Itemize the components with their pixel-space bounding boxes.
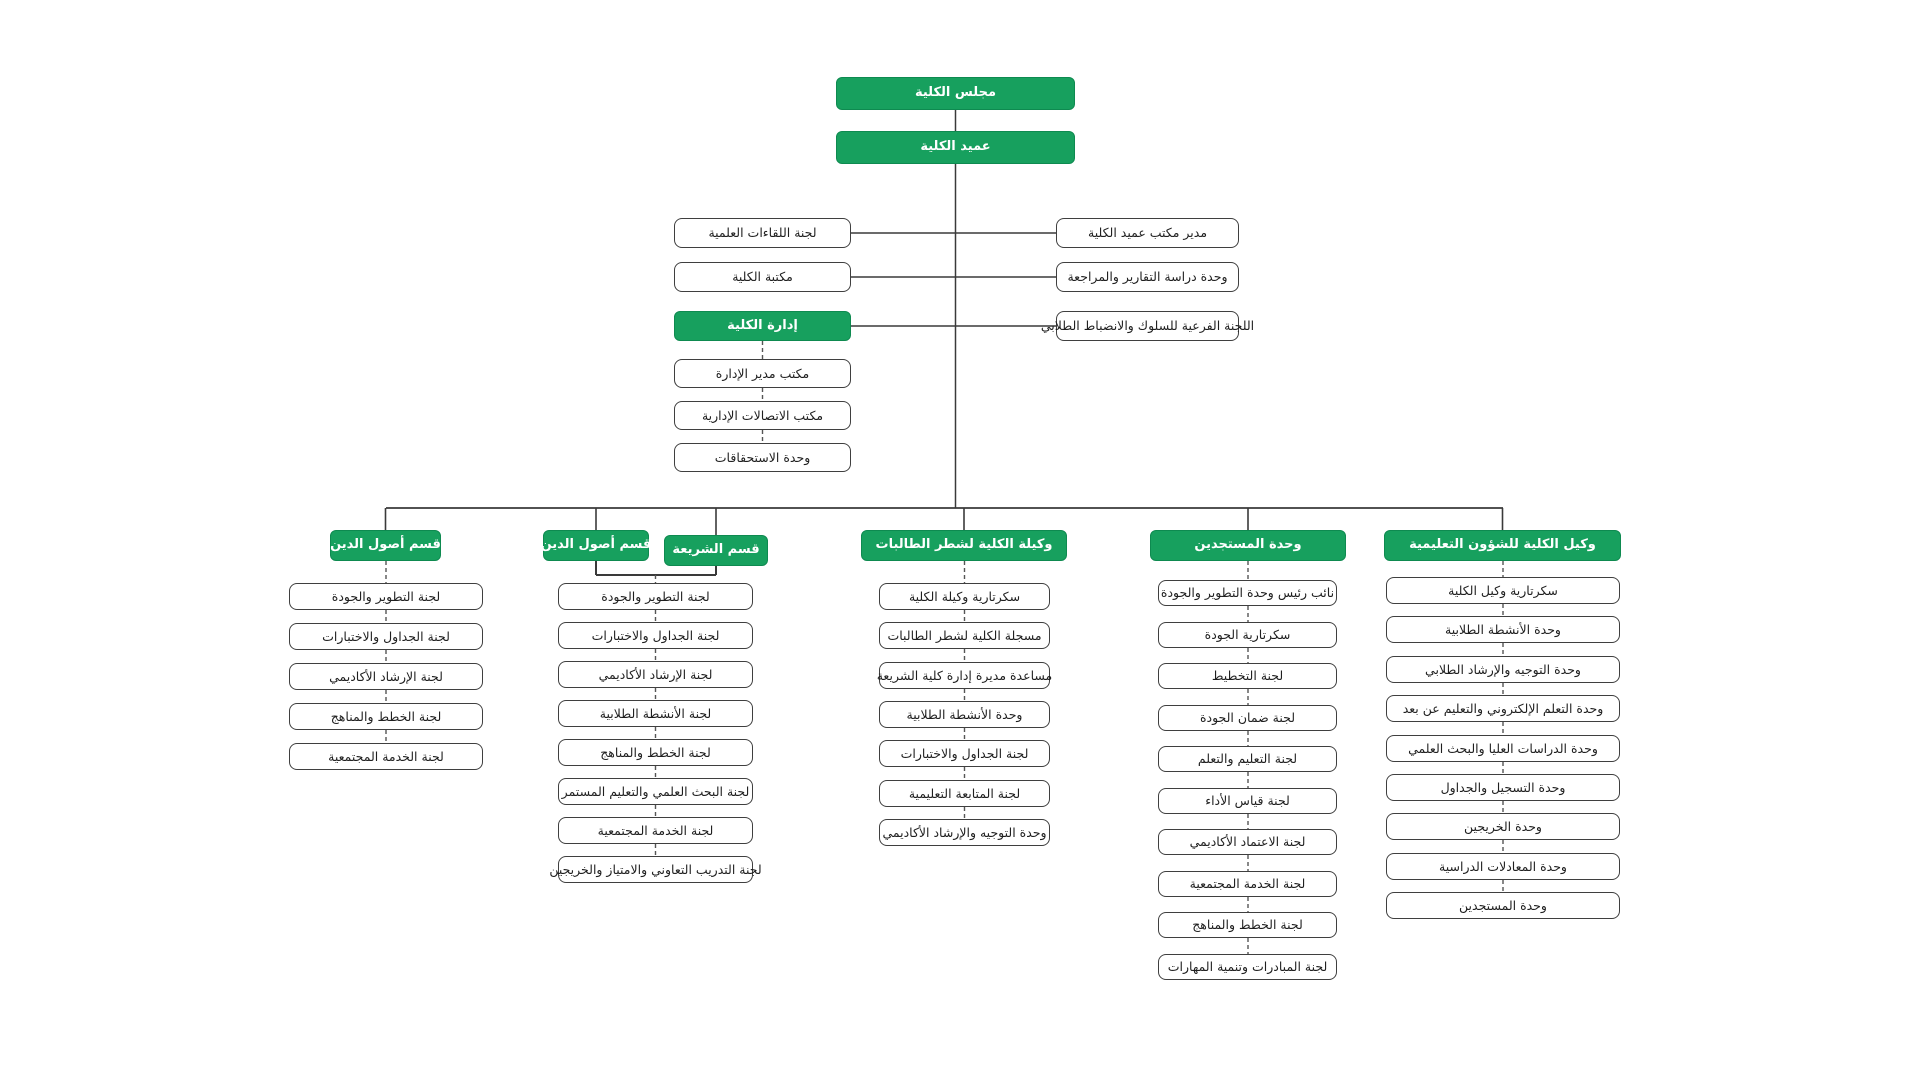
chart-node: سكرتارية الجودة <box>1158 622 1337 648</box>
chart-node: لجنة الجداول والاختبارات <box>879 740 1050 767</box>
node-dept-usul-aldin: قسم أصول الدين <box>330 530 441 561</box>
node-vice-dean-educational-affairs: وكيل الكلية للشؤون التعليمية <box>1384 530 1621 561</box>
node-admin-communications-office: مكتب الاتصالات الإدارية <box>674 401 851 430</box>
chart-node: وحدة التعلم الإلكتروني والتعليم عن بعد <box>1386 695 1620 722</box>
node-admin-director-office: مكتب مدير الإدارة <box>674 359 851 388</box>
chart-node: لجنة المتابعة التعليمية <box>879 780 1050 807</box>
chart-node: لجنة الجداول والاختبارات <box>289 623 483 650</box>
chart-node: لجنة الخدمة المجتمعية <box>1158 871 1337 897</box>
chart-node: وحدة التوجيه والإرشاد الطلابي <box>1386 656 1620 683</box>
chart-node: لجنة التطوير والجودة <box>289 583 483 610</box>
node-college-administration: إدارة الكلية <box>674 311 851 341</box>
chart-node: لجنة الخدمة المجتمعية <box>289 743 483 770</box>
node-scientific-meetings-committee: لجنة اللقاءات العلمية <box>674 218 851 248</box>
chart-node: لجنة ضمان الجودة <box>1158 705 1337 731</box>
node-dept-usul-aldin-2: قسم أصول الدين <box>541 530 651 561</box>
chart-node: وحدة المعادلات الدراسية <box>1386 853 1620 880</box>
chart-node: سكرتارية وكيلة الكلية <box>879 583 1050 610</box>
node-college-council: مجلس الكلية <box>836 77 1075 110</box>
node-entitlements-unit: وحدة الاستحقاقات <box>674 443 851 472</box>
chart-node: وحدة الأنشطة الطلابية <box>1386 616 1620 643</box>
chart-node: وحدة التسجيل والجداول <box>1386 774 1620 801</box>
chart-node: لجنة الأنشطة الطلابية <box>558 700 753 727</box>
node-college-dean: عميد الكلية <box>836 131 1075 164</box>
chart-node: نائب رئيس وحدة التطوير والجودة <box>1158 580 1337 606</box>
chart-node: لجنة التخطيط <box>1158 663 1337 689</box>
node-dept-sharia: قسم الشريعة <box>664 535 768 566</box>
node-new-students-unit: وحدة المستجدين <box>1150 530 1346 561</box>
chart-node: لجنة الجداول والاختبارات <box>558 622 753 649</box>
chart-node: لجنة التطوير والجودة <box>558 583 753 610</box>
chart-node: مسجلة الكلية لشطر الطالبات <box>879 622 1050 649</box>
node-vice-dean-female-students-section: وكيلة الكلية لشطر الطالبات <box>861 530 1067 561</box>
node-student-conduct-subcommittee: اللجنة الفرعية للسلوك والانضباط الطلابي <box>1041 311 1254 341</box>
chart-node: لجنة الاعتماد الأكاديمي <box>1158 829 1337 855</box>
chart-node: لجنة قياس الأداء <box>1158 788 1337 814</box>
chart-node: وحدة التوجيه والإرشاد الأكاديمي <box>879 819 1050 846</box>
chart-node: لجنة المبادرات وتنمية المهارات <box>1158 954 1337 980</box>
chart-node: لجنة التعليم والتعلم <box>1158 746 1337 772</box>
chart-node: لجنة البحث العلمي والتعليم المستمر <box>558 778 753 805</box>
chart-node: وحدة الأنشطة الطلابية <box>879 701 1050 728</box>
chart-node: لجنة الخطط والمناهج <box>289 703 483 730</box>
chart-node: وحدة الدراسات العليا والبحث العلمي <box>1386 735 1620 762</box>
chart-node: لجنة الإرشاد الأكاديمي <box>289 663 483 690</box>
chart-node: لجنة الخطط والمناهج <box>1158 912 1337 938</box>
node-college-library: مكتبة الكلية <box>674 262 851 292</box>
chart-node: لجنة الإرشاد الأكاديمي <box>558 661 753 688</box>
chart-node: وحدة المستجدين <box>1386 892 1620 919</box>
chart-node: لجنة التدريب التعاوني والامتياز والخريجي… <box>549 856 762 883</box>
node-dean-office-director: مدير مكتب عميد الكلية <box>1056 218 1239 248</box>
node-reports-review-unit: وحدة دراسة التقارير والمراجعة <box>1056 262 1239 292</box>
chart-node: لجنة الخدمة المجتمعية <box>558 817 753 844</box>
chart-node: وحدة الخريجين <box>1386 813 1620 840</box>
chart-node: سكرتارية وكيل الكلية <box>1386 577 1620 604</box>
chart-node: لجنة الخطط والمناهج <box>558 739 753 766</box>
chart-node: مساعدة مديرة إدارة كلية الشريعة <box>877 662 1052 689</box>
